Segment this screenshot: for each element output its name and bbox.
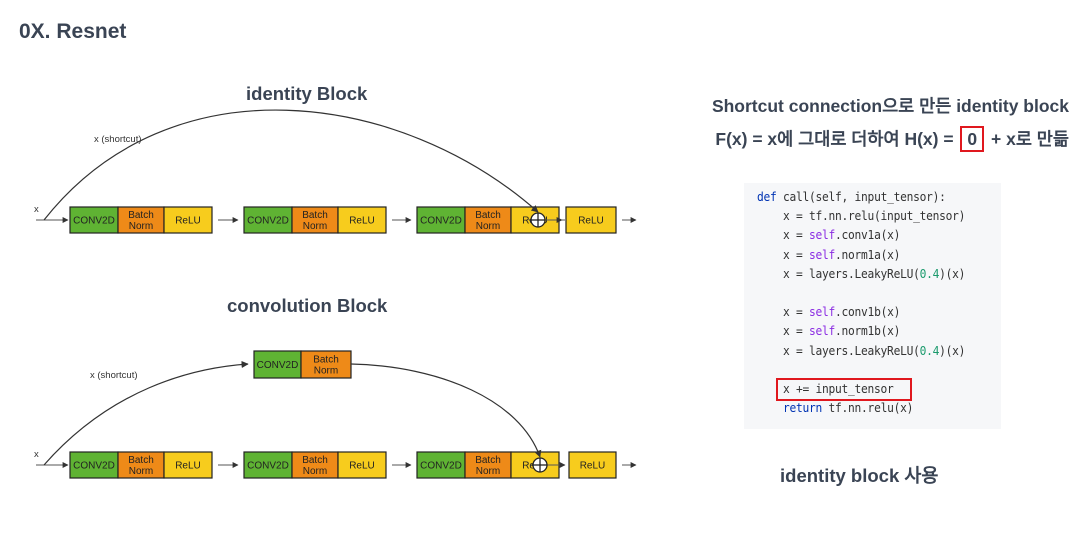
code-highlight-box bbox=[776, 378, 912, 401]
conv-block-8 bbox=[464, 451, 512, 479]
conv-block-5-label: Norm bbox=[303, 466, 327, 477]
identity-final-relu bbox=[565, 206, 617, 234]
conv-shortcut-path-in bbox=[43, 360, 249, 466]
conv-shortcut-conv2d bbox=[253, 350, 302, 379]
conv-block-2-label: Batch bbox=[128, 455, 154, 466]
identity-final-relu-label: ReLU bbox=[578, 216, 604, 227]
conv-shortcut-batchnorm-label: Norm bbox=[314, 366, 338, 377]
conv-block-8-label: Batch bbox=[475, 455, 501, 466]
identity-block-6-label: ReLU bbox=[349, 216, 375, 227]
conv-block-6-label: ReLU bbox=[349, 461, 375, 472]
conv-block-5 bbox=[291, 451, 339, 479]
code-line: x = self.norm1b(x) bbox=[757, 323, 901, 339]
description-line-2: F(x) = x에 그대로 더하여 H(x) = 0 + x로 만듦 bbox=[715, 126, 1069, 152]
identity-block-4-label: CONV2D bbox=[247, 216, 289, 227]
identity-shortcut-label: x (shortcut) bbox=[94, 134, 142, 145]
description-line-1: Shortcut connection으로 만든 identity block bbox=[711, 96, 1069, 116]
conv-shortcut-batchnorm bbox=[300, 350, 352, 379]
highlighted-zero: 0 bbox=[960, 126, 985, 152]
identity-block-2-label: Norm bbox=[129, 221, 153, 232]
conv-input-label: x bbox=[34, 449, 39, 460]
identity-block-8-label: Batch bbox=[475, 210, 501, 221]
conv-block-7 bbox=[416, 451, 466, 479]
identity-block-4 bbox=[243, 206, 293, 234]
code-line: x += input_tensor bbox=[757, 381, 894, 396]
conv-block-3 bbox=[163, 451, 213, 479]
conv-block-5-label: Batch bbox=[302, 455, 328, 466]
conv-block-1-label: CONV2D bbox=[73, 461, 115, 472]
conv-shortcut-batchnorm-label: Batch bbox=[313, 355, 339, 366]
identity-block-title: identity Block bbox=[246, 83, 368, 104]
identity-block-7 bbox=[416, 206, 466, 234]
code-line: def call(self, input_tensor): bbox=[757, 189, 946, 204]
code-block: def call(self, input_tensor): x = tf.nn.… bbox=[744, 183, 1001, 429]
conv-block-7-label: CONV2D bbox=[420, 461, 462, 472]
conv-shortcut-label: x (shortcut) bbox=[90, 370, 138, 381]
conv-block-2-label: Norm bbox=[129, 466, 153, 477]
identity-block-6 bbox=[337, 206, 387, 234]
identity-block-2 bbox=[117, 206, 165, 234]
conv-final-relu-label: ReLU bbox=[580, 461, 606, 472]
identity-block-2-label: Batch bbox=[128, 210, 154, 221]
convolution-block-title: convolution Block bbox=[227, 295, 388, 316]
code-line: x = self.norm1a(x) bbox=[757, 246, 901, 262]
conv-shortcut-conv2d-label: CONV2D bbox=[257, 360, 299, 371]
conv-shortcut-path-out bbox=[350, 363, 542, 458]
identity-block-5-label: Norm bbox=[303, 221, 327, 232]
conv-final-relu bbox=[568, 451, 617, 479]
identity-input-label: x bbox=[34, 204, 39, 215]
identity-block-8-label: Norm bbox=[476, 221, 500, 232]
description-line-2-before: F(x) = x에 그대로 더하여 H(x) = bbox=[715, 129, 959, 149]
conv-block-4 bbox=[243, 451, 293, 479]
page-title: 0X. Resnet bbox=[19, 20, 127, 43]
code-line: x = layers.LeakyReLU(0.4)(x) bbox=[757, 342, 966, 358]
conv-block-4-label: CONV2D bbox=[247, 461, 289, 472]
code-line: x = tf.nn.relu(input_tensor) bbox=[757, 208, 966, 224]
description-line-2-after: + x로 만듦 bbox=[986, 129, 1069, 149]
caption: identity block 사용 bbox=[780, 465, 939, 486]
identity-block-1-label: CONV2D bbox=[73, 216, 115, 227]
identity-block-8 bbox=[464, 206, 512, 234]
code-line: x = layers.LeakyReLU(0.4)(x) bbox=[757, 265, 966, 281]
identity-block-5-label: Batch bbox=[302, 210, 328, 221]
conv-block-3-label: ReLU bbox=[175, 461, 201, 472]
conv-block-2 bbox=[117, 451, 165, 479]
identity-block-5 bbox=[291, 206, 339, 234]
conv-block-6 bbox=[337, 451, 387, 479]
identity-block-3 bbox=[163, 206, 213, 234]
identity-shortcut-path bbox=[43, 109, 539, 221]
identity-block-3-label: ReLU bbox=[175, 216, 201, 227]
code-line: return tf.nn.relu(x) bbox=[783, 400, 914, 416]
conv-block-8-label: Norm bbox=[476, 466, 500, 477]
code-line: x = self.conv1b(x) bbox=[757, 304, 901, 320]
code-line: x = self.conv1a(x) bbox=[757, 227, 901, 243]
identity-block-7-label: CONV2D bbox=[420, 216, 462, 227]
